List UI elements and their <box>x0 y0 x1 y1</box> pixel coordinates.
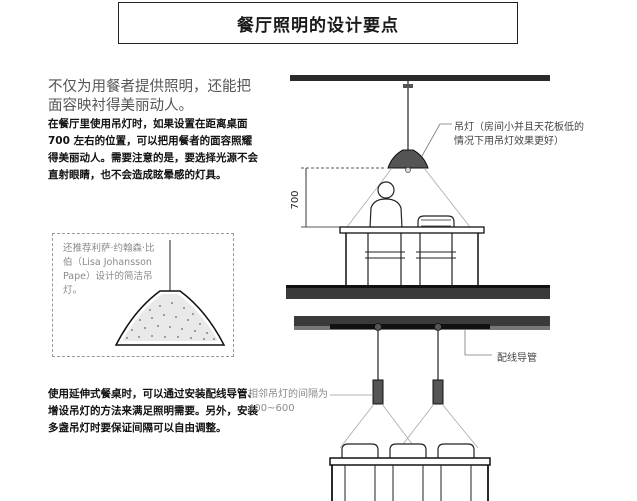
recommendation-box: 还推荐利萨·约翰森·比伯（Lisa Johansson Pape）设计的简洁吊灯… <box>52 233 234 357</box>
paragraph-pendant-height: 在餐厅里使用吊灯时，如果设置在距离桌面 700 左右的位置，可以把用餐者的面容照… <box>48 118 258 181</box>
duct-callout: 配线导管 <box>497 353 537 364</box>
paragraph-extension-table: 使用延伸式餐桌时，可以通过安装配线导管、增设吊灯的方法来满足照明需要。另外，安装… <box>48 388 258 434</box>
single-pendant-diagram: 700 <box>286 75 550 299</box>
recommended-pendant-drawing <box>114 240 226 346</box>
duct-pendants-diagram <box>294 316 550 501</box>
page-title: 餐厅照明的设计要点 <box>237 15 399 36</box>
dimension-label: 700 <box>290 190 301 209</box>
spacing-callout: 相邻吊灯的间隔为 400~600 <box>248 389 328 414</box>
subtitle: 不仅为用餐者提供照明，还能把面容映衬得美丽动人。 <box>48 79 251 114</box>
pendant-callout: 吊灯（房间小并且天花板低的情况下用吊灯效果更好） <box>454 122 584 147</box>
page-title-box: 餐厅照明的设计要点 <box>118 2 518 44</box>
recommendation-text: 还推荐利萨·约翰森·比伯（Lisa Johansson Pape）设计的简洁吊灯… <box>63 243 155 296</box>
